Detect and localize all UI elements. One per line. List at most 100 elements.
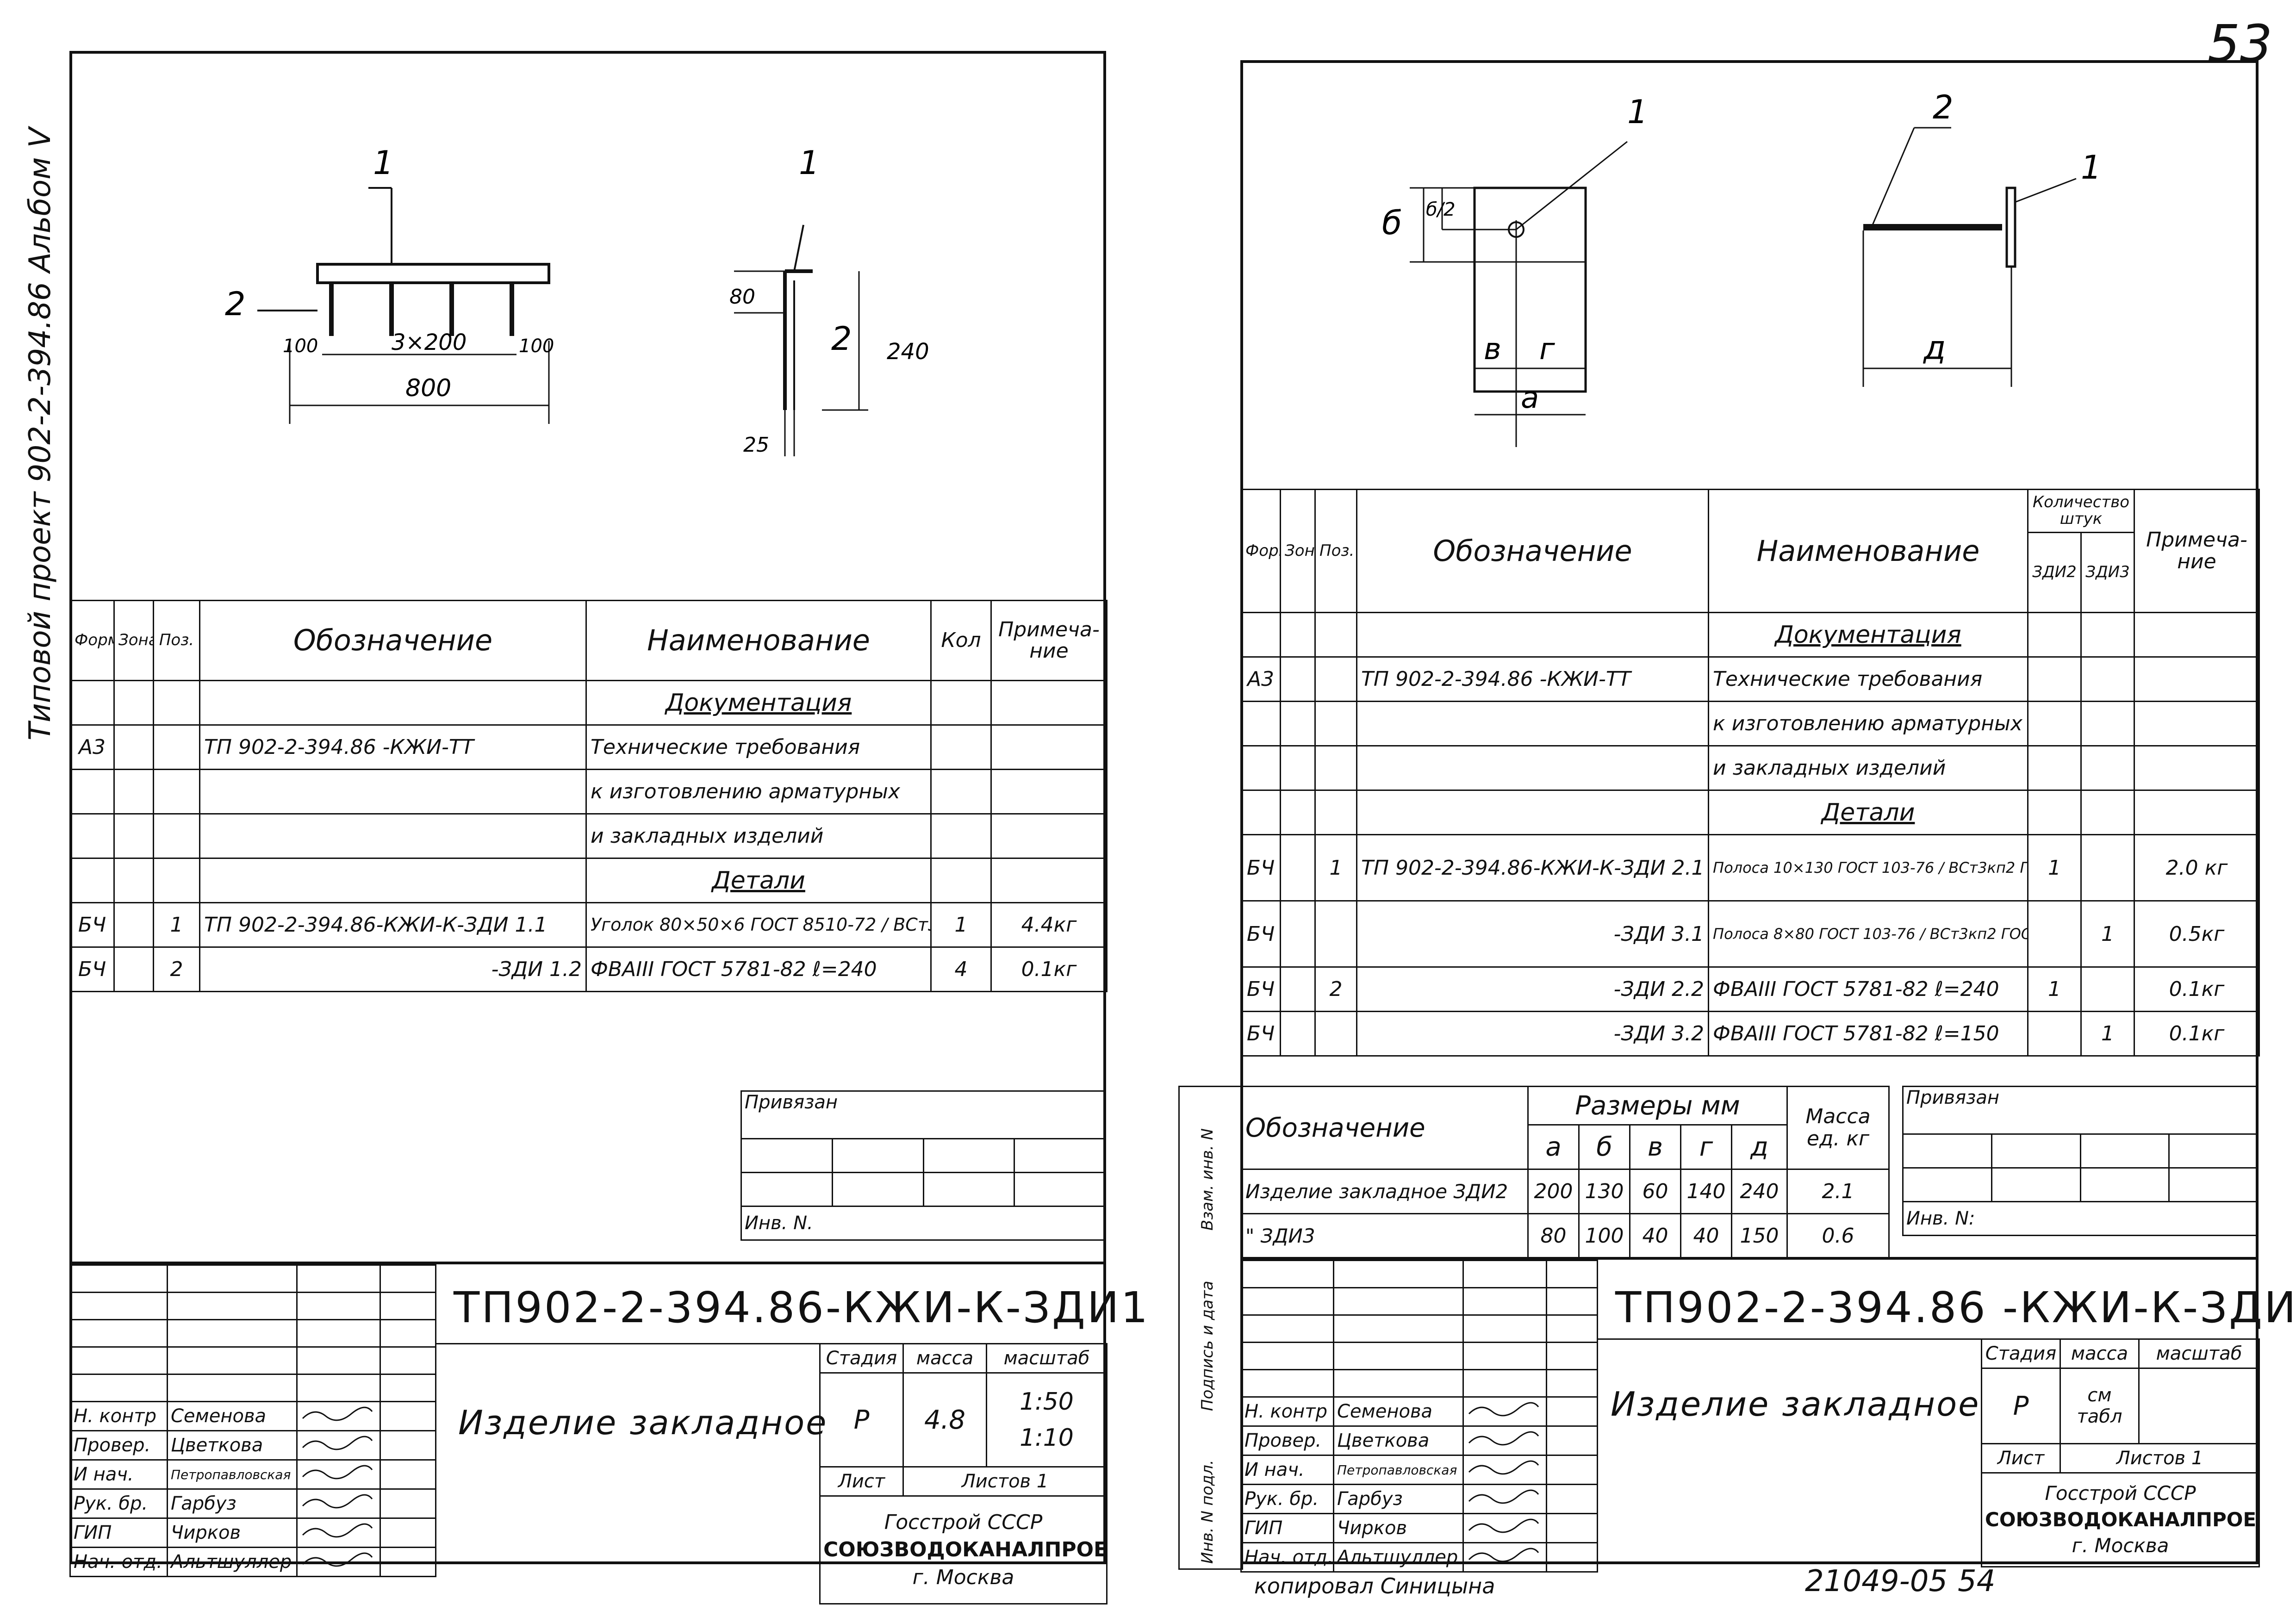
cell-designation xyxy=(1356,612,1709,658)
cell-designation xyxy=(199,769,587,815)
cell-name: Полоса 8×80 ГОСТ 103-76 / ВСт3кп2 ГОСТ 5… xyxy=(1708,900,2028,968)
dim-100-left: 100 xyxy=(283,336,318,357)
left-mass-label: масса xyxy=(902,1343,987,1374)
right-org-1: Госстрой СССР xyxy=(2045,1481,2196,1505)
cell-format: БЧ xyxy=(69,946,115,992)
cell-format xyxy=(69,858,115,903)
signature-mark xyxy=(296,1488,381,1519)
sizes-title-designation: Обозначение xyxy=(1240,1086,1529,1170)
left-drawing-svg: 1 2 100 3×200 100 800 1 2 80 240 25 xyxy=(225,144,929,457)
cell-format: А3 xyxy=(69,724,115,770)
table-row: Детали xyxy=(1240,790,2260,835)
cell-format xyxy=(1240,612,1281,658)
signature-row: Провер.Цветкова xyxy=(69,1430,436,1461)
cell-pos: 1 xyxy=(153,902,200,948)
right-scale-label: масштаб xyxy=(2138,1338,2260,1369)
cell-qty: 1 xyxy=(930,902,992,948)
signature-role: Провер. xyxy=(69,1430,168,1461)
cell-zone xyxy=(1280,1011,1316,1057)
cell-pos xyxy=(153,680,200,726)
sizes-cell-b: 130 xyxy=(1578,1169,1630,1214)
cell-qty-zdi3 xyxy=(2080,656,2135,702)
signature-role: И нач. xyxy=(69,1459,168,1490)
cell-designation: ТП 902-2-394.86 -КЖИ-ТТ xyxy=(199,724,587,770)
sizes-cell-g: 40 xyxy=(1680,1213,1732,1259)
hdr-designation: Обозначение xyxy=(199,600,587,681)
signature-role: Нач. отд. xyxy=(1240,1542,1334,1573)
signature-row: И нач.Петропавловская xyxy=(1240,1455,1598,1485)
left-side-pos2: 2 xyxy=(831,320,852,358)
left-drawing: 1 2 100 3×200 100 800 1 2 80 240 25 xyxy=(72,54,1103,600)
left-spec-header: Формат Зона Поз. Обозначение Наименовани… xyxy=(69,600,1108,681)
signature-mark xyxy=(1462,1396,1547,1427)
dim-25: 25 xyxy=(743,433,769,457)
cell-qty-zdi2 xyxy=(2027,656,2082,702)
right-pos1b-label: 1 xyxy=(2081,149,2102,187)
table-row: и закладных изделий xyxy=(69,813,1108,859)
cell-qty-zdi3: 1 xyxy=(2080,1011,2135,1057)
cell-zone xyxy=(1280,656,1316,702)
cell-pos: 1 xyxy=(1314,834,1357,902)
right-pos2-label: 2 xyxy=(1933,88,1954,126)
cell-name: Технические требования xyxy=(1708,656,2028,702)
left-sheet: 1 2 100 3×200 100 800 1 2 80 240 25 Форм… xyxy=(69,51,1148,1604)
cell-name: ФВАIII ГОСТ 5781-82 ℓ=240 xyxy=(1708,966,2028,1012)
bottom-sheet-number: 54 xyxy=(1958,1564,1996,1598)
signature-name: Цветкова xyxy=(167,1430,298,1461)
cell-pos xyxy=(1314,900,1357,968)
cell-pos xyxy=(153,769,200,815)
cell-name: и закладных изделий xyxy=(585,813,932,859)
cell-zone xyxy=(113,946,154,992)
signature-row: Нач. отд.Альтшуллер xyxy=(69,1547,436,1577)
cell-format xyxy=(1240,790,1281,835)
cell-qty-zdi3 xyxy=(2080,790,2135,835)
signature-row: Нач. отд.Альтшуллер xyxy=(1240,1542,1598,1573)
sizes-cell-name: Изделие закладное ЗДИ2 xyxy=(1240,1169,1529,1214)
rhdr-qty: Количество штук xyxy=(2027,489,2135,533)
hdr-zone: Зона xyxy=(113,600,154,681)
left-side-pos1: 1 xyxy=(799,144,820,182)
lbl-v: в xyxy=(1484,332,1501,367)
table-row: Детали xyxy=(69,858,1108,903)
dim-800: 800 xyxy=(405,374,451,402)
cell-name: Уголок 80×50×6 ГОСТ 8510-72 / ВСт3кп2-1 … xyxy=(585,902,932,948)
cell-qty-zdi3: 1 xyxy=(2080,900,2135,968)
cell-format: А3 xyxy=(1240,656,1281,702)
right-sheets-label: Листов 1 xyxy=(2060,1443,2260,1474)
hdr-qty: Кол xyxy=(930,600,992,681)
cell-qty-zdi2 xyxy=(2027,612,2082,658)
table-row: к изготовлению арматурных xyxy=(69,769,1108,815)
cell-note xyxy=(990,680,1108,726)
left-scale-label: масштаб xyxy=(986,1343,1108,1374)
cell-zone xyxy=(113,813,154,859)
right-privyazan-block: Привязан Инв. N: xyxy=(1902,1086,2259,1236)
cell-note: 4.4кг xyxy=(990,902,1108,948)
cell-name: к изготовлению арматурных xyxy=(1708,701,2028,746)
cell-note xyxy=(990,724,1108,770)
cell-qty-zdi2: 1 xyxy=(2027,966,2082,1012)
sizes-cell-m: 2.1 xyxy=(1786,1169,1890,1214)
table-row: Документация xyxy=(1240,612,2260,658)
cell-note xyxy=(990,858,1108,903)
signature-name: Петропавловская xyxy=(167,1459,298,1490)
signature-role: И нач. xyxy=(1240,1455,1334,1485)
cell-format xyxy=(69,813,115,859)
cell-pos xyxy=(1314,1011,1357,1057)
cell-pos xyxy=(153,724,200,770)
sizes-col-a: а xyxy=(1527,1124,1580,1170)
signature-role: Нач. отд. xyxy=(69,1547,168,1577)
cell-qty-zdi2: 1 xyxy=(2027,834,2082,902)
cell-note: 0.5кг xyxy=(2134,900,2260,968)
cell-designation xyxy=(199,858,587,903)
cell-qty-zdi3 xyxy=(2080,701,2135,746)
cell-designation: -ЗДИ 1.2 xyxy=(199,946,587,992)
stamp-vzam: Взам. инв. N xyxy=(1198,1128,1217,1231)
rhdr-zdi2: ЗДИ2 xyxy=(2027,532,2082,613)
